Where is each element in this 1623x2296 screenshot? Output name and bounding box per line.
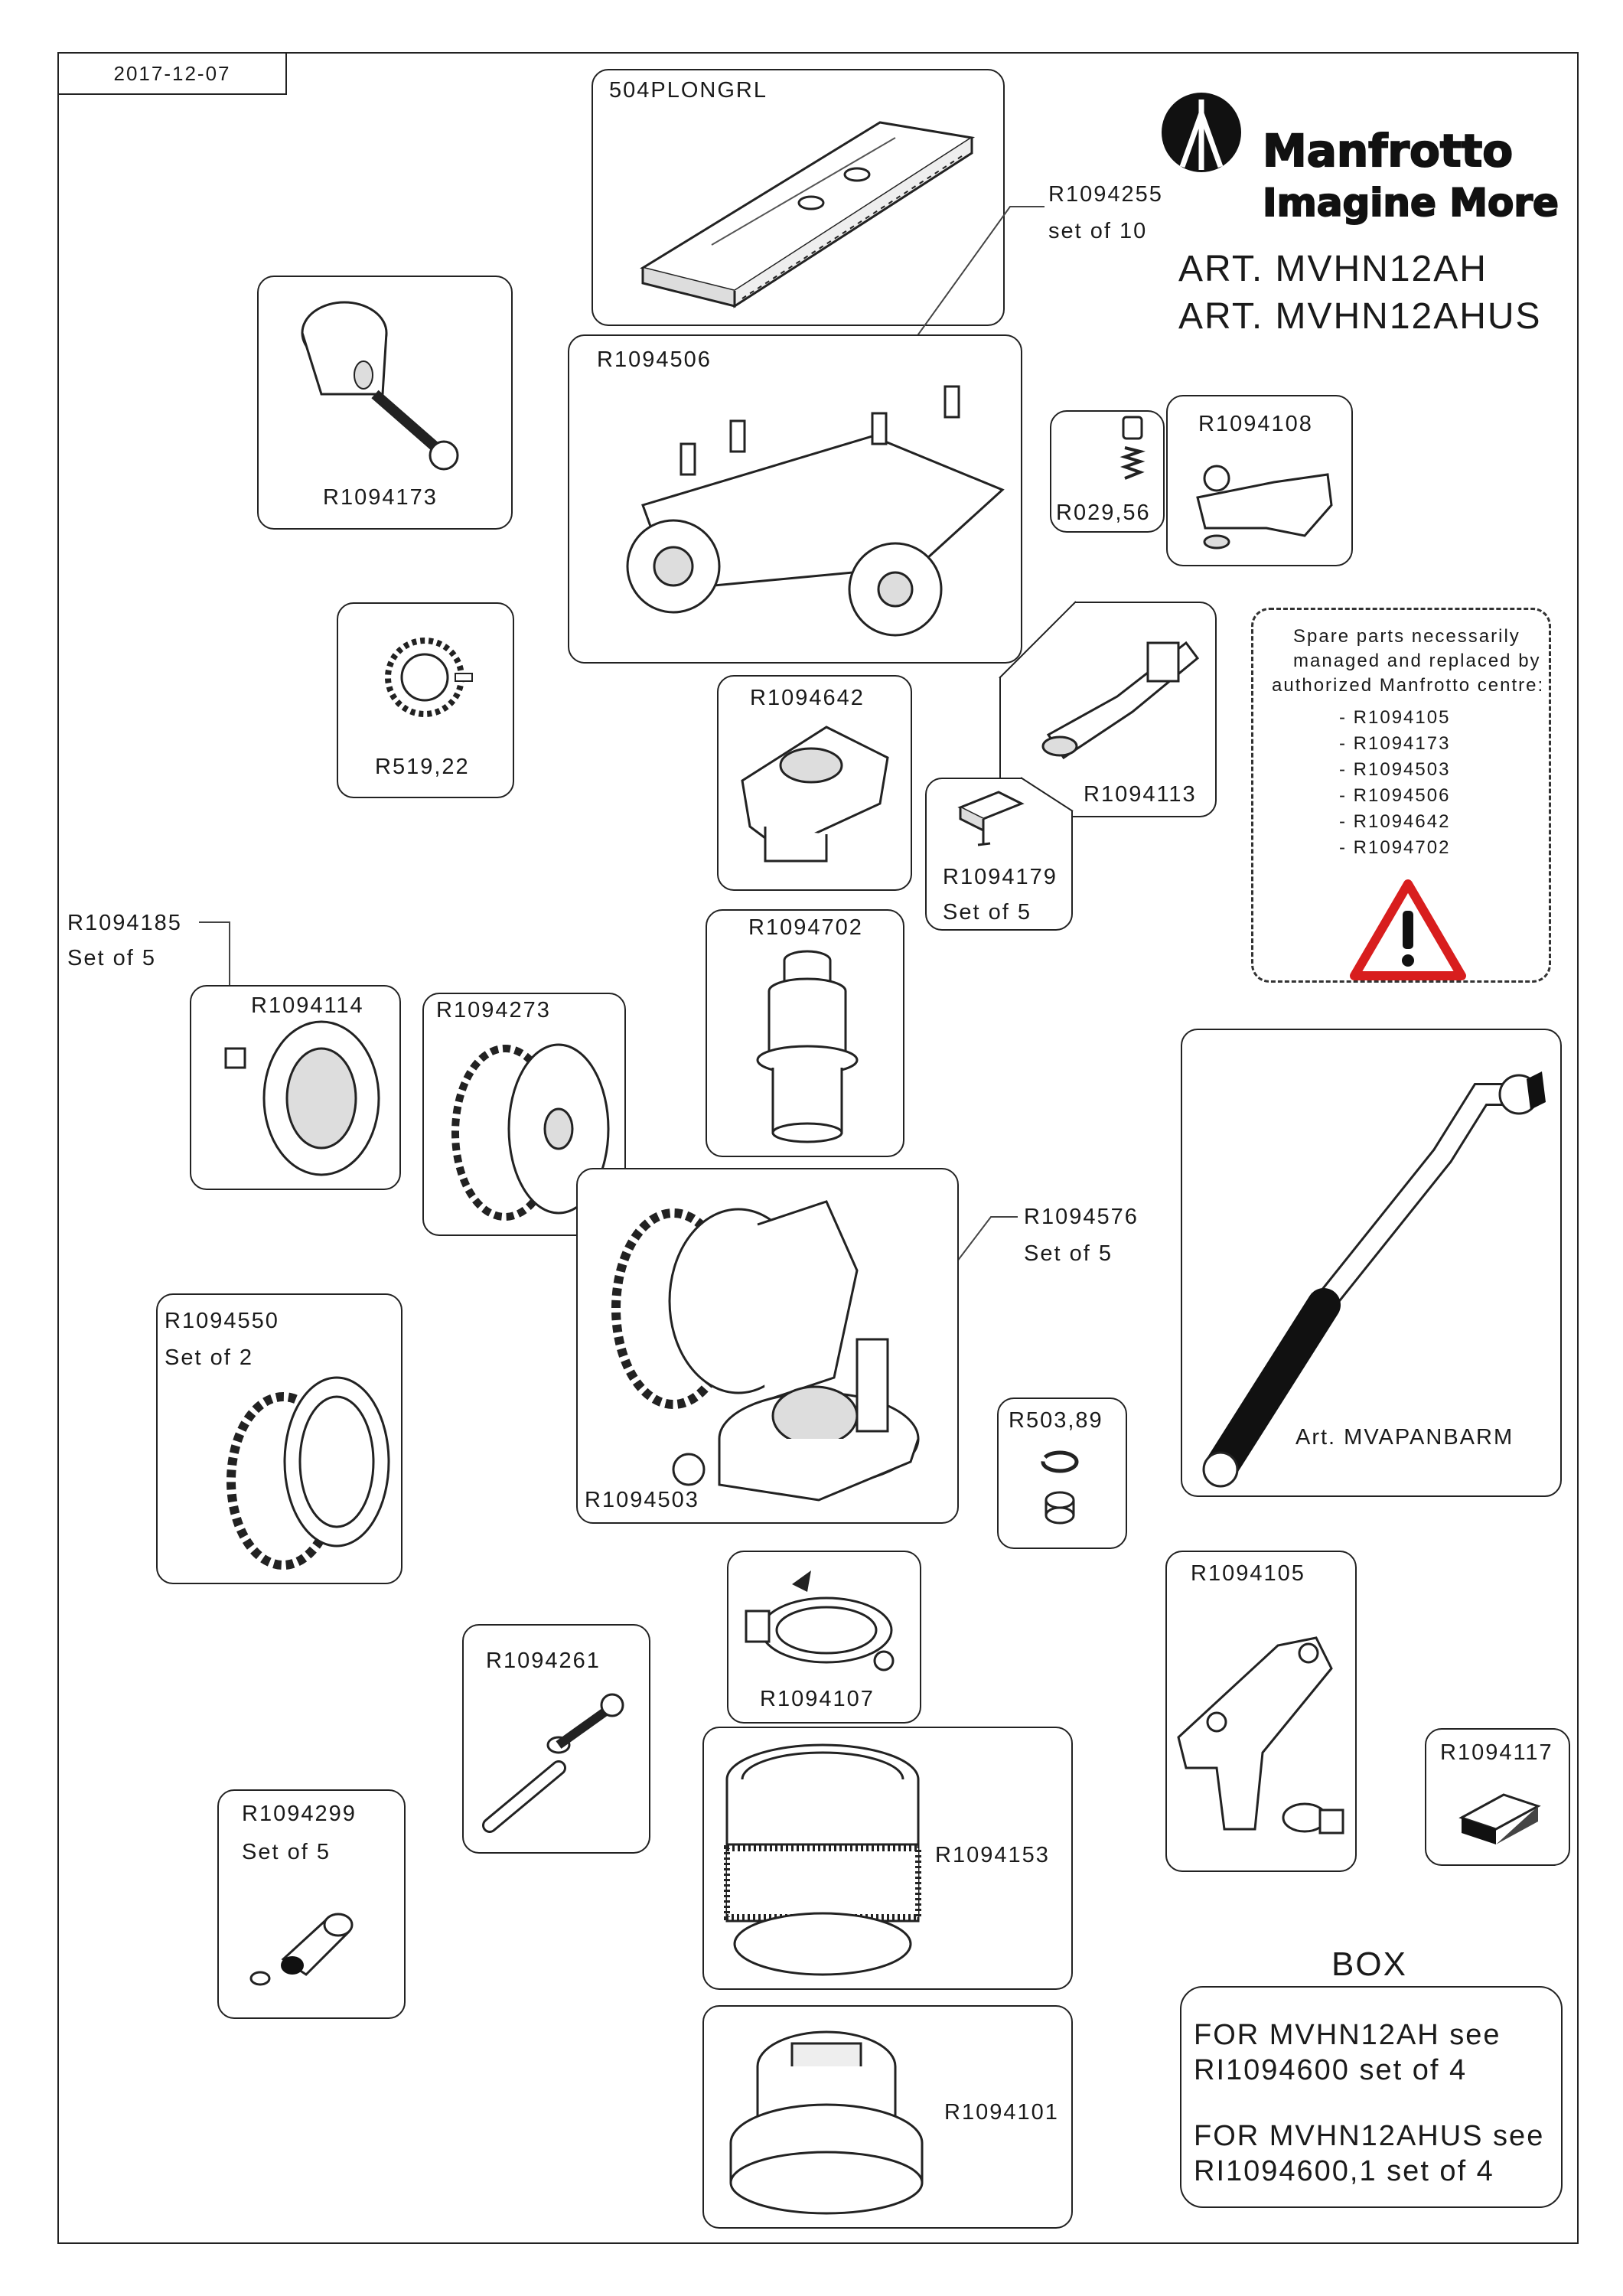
locking-body-icon	[741, 726, 889, 863]
box-line: FOR MVHN12AH see	[1194, 2019, 1501, 2051]
ring-washer-icon	[1041, 1450, 1079, 1525]
pan-bar-icon	[1202, 1071, 1546, 1488]
box-line: RI1094600 set of 4	[1194, 2054, 1468, 2086]
article-title-2: ART. MVHN12AHUS	[1178, 296, 1542, 337]
notice-item: - R1094105	[1339, 707, 1451, 728]
part-note-r1094550: Set of 2	[165, 1345, 253, 1370]
r1094113-box-edge	[999, 601, 1077, 679]
part-label-r1094255: R1094255	[1048, 182, 1163, 207]
box-info	[1180, 1986, 1563, 2208]
cylinder-icon	[756, 950, 859, 1143]
tilt-block-icon	[626, 385, 1005, 637]
brand-name: Manfrotto	[1262, 125, 1514, 177]
part-label-r1094114: R1094114	[251, 993, 364, 1018]
part-label-r1094550: R1094550	[165, 1309, 279, 1333]
part-label-r1094113: R1094113	[1084, 782, 1197, 807]
brand-tagline: Imagine More	[1262, 181, 1559, 225]
part-label-r1094273: R1094273	[436, 998, 551, 1022]
part-note-r1094576: Set of 5	[1024, 1241, 1113, 1266]
part-note-r1094185: Set of 5	[67, 946, 156, 970]
base-bowl-icon	[729, 2030, 924, 2215]
part-label-r1094179: R1094179	[943, 865, 1058, 889]
part-label-504plongrl: 504PLONGRL	[609, 78, 768, 103]
knob-screw-icon	[249, 1913, 354, 1986]
clip-icon	[957, 791, 1025, 846]
part-box-r029	[1050, 410, 1165, 533]
screw-pin-icon	[482, 1693, 624, 1833]
knob-icon	[301, 301, 459, 471]
notice-item: - R1094702	[1339, 837, 1451, 858]
notice-box	[1251, 608, 1551, 983]
part-label-r1094105: R1094105	[1191, 1561, 1305, 1586]
part-label-r1094503: R1094503	[585, 1488, 699, 1512]
box-title: BOX	[1331, 1945, 1407, 1983]
part-label-r503: R503,89	[1009, 1408, 1103, 1433]
part-label-r029: R029,56	[1056, 501, 1151, 525]
drawing-frame	[57, 52, 1579, 2244]
spring-pin-icon	[1119, 416, 1146, 480]
notice-item: - R1094173	[1339, 733, 1451, 754]
part-label-r1094117: R1094117	[1440, 1740, 1553, 1765]
threaded-ring-icon	[724, 1743, 921, 1976]
part-label-r1094153: R1094153	[935, 1843, 1050, 1867]
arm-bracket-icon	[1177, 1636, 1344, 1835]
part-label-r1094261: R1094261	[486, 1649, 601, 1673]
notice-line: Spare parts necessarily	[1293, 626, 1520, 647]
notice-item: - R1094506	[1339, 785, 1451, 806]
part-label-r1094101: R1094101	[944, 2100, 1059, 2125]
part-label-r1094506: R1094506	[597, 347, 712, 372]
camera-plate-icon	[640, 121, 976, 308]
part-note-r1094255: set of 10	[1048, 219, 1148, 243]
article-title-1: ART. MVHN12AH	[1178, 249, 1488, 289]
part-label-r1094702: R1094702	[748, 915, 863, 940]
part-label-r1094108: R1094108	[1198, 412, 1313, 436]
clamp-ring-icon	[745, 1570, 895, 1671]
part-label-r1094173: R1094173	[323, 485, 438, 510]
part-label-r519: R519,22	[375, 755, 470, 779]
part-label-mvapanbarm: Art. MVAPANBARM	[1295, 1425, 1514, 1450]
warning-triangle-icon	[1350, 879, 1466, 980]
release-slider-icon	[1041, 641, 1200, 760]
manfrotto-logo-icon	[1162, 93, 1241, 172]
part-label-r1094576: R1094576	[1024, 1205, 1139, 1229]
part-note-r1094299: Set of 5	[242, 1840, 331, 1864]
part-box-r1094299	[217, 1789, 406, 2019]
notice-line: authorized Manfrotto centre:	[1272, 675, 1545, 696]
part-note-r1094179: Set of 5	[943, 900, 1031, 925]
notice-item: - R1094642	[1339, 811, 1451, 832]
notice-item: - R1094503	[1339, 759, 1451, 780]
part-label-r1094642: R1094642	[750, 686, 865, 710]
pan-head-body-icon	[611, 1200, 920, 1502]
notice-line: managed and replaced by	[1293, 651, 1541, 671]
r1094179-box-edge	[1020, 777, 1074, 812]
box-line: RI1094600,1 set of 4	[1194, 2155, 1494, 2187]
block-clip-icon	[1458, 1793, 1541, 1844]
box-line: FOR MVHN12AHUS see	[1194, 2120, 1545, 2152]
date-box: 2017-12-07	[57, 52, 287, 95]
ring-cap-icon	[224, 1020, 380, 1176]
part-label-r1094107: R1094107	[760, 1687, 875, 1711]
part-label-r1094185: R1094185	[67, 911, 182, 935]
gear-icon	[385, 638, 473, 717]
lever-icon	[1196, 465, 1333, 550]
part-label-r1094299: R1094299	[242, 1802, 357, 1826]
knurled-ring-icon	[227, 1376, 390, 1570]
